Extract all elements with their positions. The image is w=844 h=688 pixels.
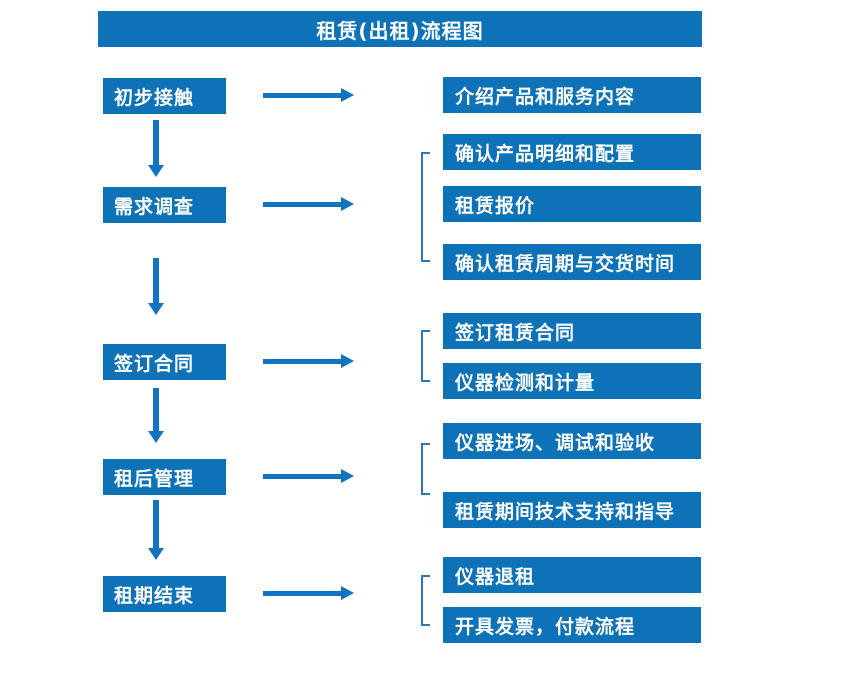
detail-box-instrument-entry: 仪器进场、调试和验收	[443, 423, 701, 459]
detail-box-invoice-payment: 开具发票，付款流程	[443, 607, 701, 643]
right-arrow-stage-2	[263, 197, 354, 211]
detail-box-rental-quote: 租赁报价	[443, 186, 701, 222]
down-arrow-2-3	[148, 258, 164, 315]
stage-box-rental-end: 租期结束	[103, 576, 226, 612]
stage-box-sign-contract: 签订合同	[103, 344, 226, 380]
detail-box-sign-rental-contract: 签订租赁合同	[443, 313, 701, 349]
stage-box-demand-survey: 需求调查	[103, 187, 226, 223]
group-bracket-post-rental	[421, 443, 430, 495]
right-arrow-stage-5	[263, 586, 354, 600]
down-arrow-1-2	[148, 120, 164, 177]
detail-box-confirm-config: 确认产品明细和配置	[443, 134, 701, 170]
right-arrow-stage-4	[263, 469, 354, 483]
right-arrow-stage-1	[263, 88, 354, 102]
down-arrow-3-4	[148, 388, 164, 443]
group-bracket-rental-end	[421, 575, 430, 626]
stage-box-initial-contact: 初步接触	[103, 78, 226, 114]
detail-box-confirm-period: 确认租赁周期与交货时间	[443, 244, 701, 280]
right-arrow-stage-3	[263, 354, 354, 368]
group-bracket-demand-survey	[421, 152, 430, 262]
stage-box-post-rental-mgmt: 租后管理	[103, 459, 226, 495]
detail-box-tech-support: 租赁期间技术支持和指导	[443, 492, 701, 528]
detail-box-instrument-return: 仪器退租	[443, 557, 701, 593]
detail-box-intro-products: 介绍产品和服务内容	[443, 77, 701, 113]
group-bracket-sign-contract	[421, 330, 430, 382]
down-arrow-4-5	[148, 500, 164, 560]
flowchart-title: 租赁(出租)流程图	[98, 11, 702, 47]
detail-box-instrument-testing: 仪器检测和计量	[443, 363, 701, 399]
